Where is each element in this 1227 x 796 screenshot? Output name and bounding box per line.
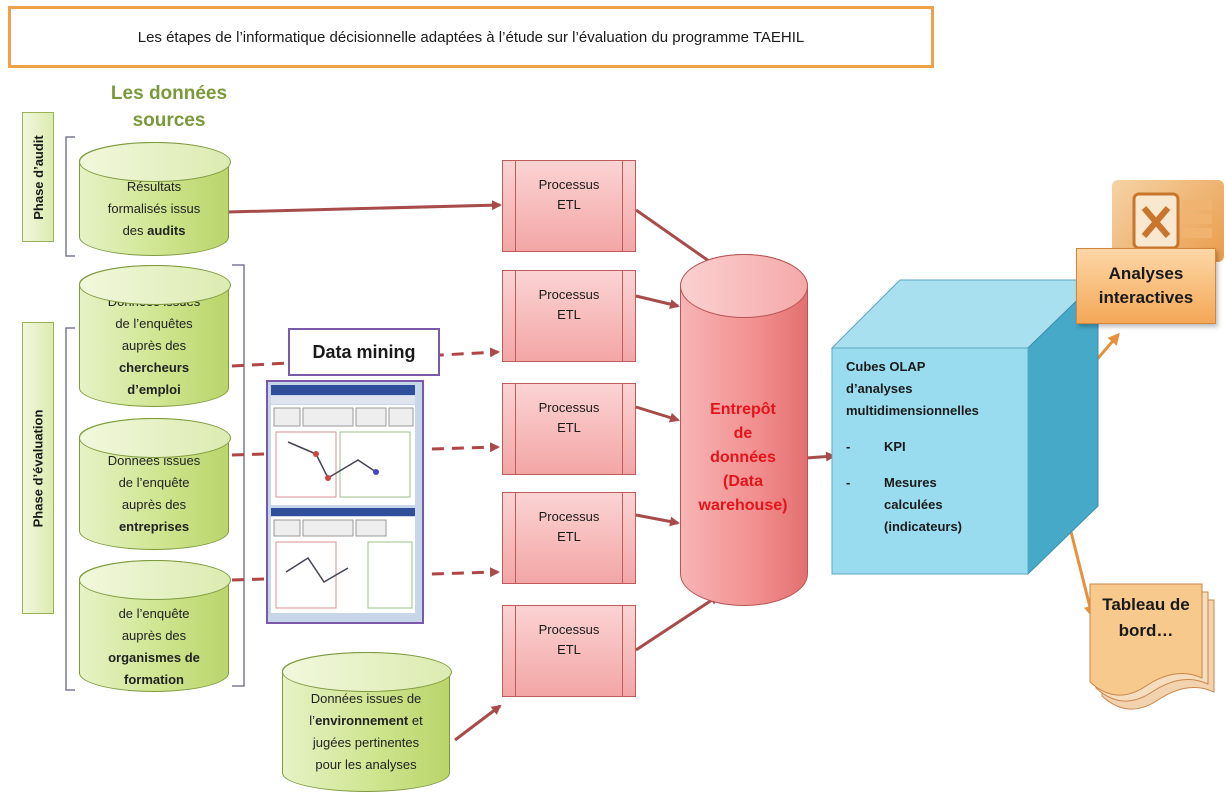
output-analyses-l2: interactives [1098,288,1194,307]
output-analyses-l1: Analyses [1108,264,1184,283]
source-env-l2: l’environnement et [309,710,422,732]
dw-line2: de [733,425,753,442]
arrow-etl4-dw [635,513,680,527]
source-env-l2b: environnement [315,713,409,728]
etl-1-line2: ETL [557,197,581,212]
output-tableau-stack [1089,583,1215,710]
source-audits-l2: formalisés issus [107,201,201,216]
etl-2-line1: Processus [538,287,600,302]
source-entreprises-l4: entreprises [108,516,201,538]
olap-text: Cubes OLAP d’analyses multidimensionnell… [846,356,1036,538]
output-tableau-l2: bord… [1118,621,1174,640]
source-audits-l3: des audits [108,220,200,242]
arrow-audits-etl [227,200,502,214]
evaluation-bracket [65,327,75,691]
source-env-l2c: et [408,713,423,728]
source-entreprises-l3: auprès des [121,497,187,512]
etl-5-line1: Processus [538,622,600,637]
source-audits-l3a: des [122,223,148,238]
source-audits-l1: Résultats [126,179,182,194]
source-organismes-l4-bold: organismes de [108,650,200,665]
olap-l3: multidimensionnelles [846,403,979,418]
data-mining-screenshot-image [271,385,415,613]
source-organismes-l5-bold: formation [124,672,184,687]
audit-bracket [65,136,75,257]
output-tableau-l1: Tableau de [1102,595,1190,614]
source-chercheurs-l5-bold: d’emploi [127,382,181,397]
source-organismes-l2: de l’enquête [118,606,190,621]
source-environnement-top [282,652,452,692]
etl-4-line2: ETL [557,529,581,544]
phase-audit-label: Phase d’audit [22,112,54,242]
source-organismes-top [79,560,231,600]
arrow-etl3-dw [635,405,680,423]
source-entreprises-l4-bold: entreprises [118,519,190,534]
source-chercheurs-l5: d’emploi [108,379,201,401]
data-mining-bracket [232,264,245,687]
arrow-etl2-dw [635,294,680,310]
diagram-title: Les étapes de l’informatique décisionnel… [8,6,934,68]
arrow-etl1-dw [635,208,718,268]
sources-heading: Les données sources [84,80,254,134]
source-entreprises-l2: de l’enquête [118,475,190,490]
arrow-dm-etl2 [231,347,500,368]
olap-kpi-item: - KPI [846,436,1036,458]
olap-mesures: Mesures calculées (indicateurs) [884,472,962,538]
olap-mesures-item: - Mesures calculées (indicateurs) [846,472,1036,538]
arrow-env-etl [454,704,502,742]
data-warehouse-top [680,254,808,318]
source-chercheurs-l3: auprès des [121,338,187,353]
source-env-l4: pour les analyses [315,757,417,772]
etl-3-line1: Processus [538,400,600,415]
dw-line5: warehouse) [698,497,788,514]
etl-5-line2: ETL [557,642,581,657]
source-env-l2a: l’ [309,713,316,728]
arrow-dw-olap [805,451,836,462]
arrow-etl5-dw [635,594,720,652]
olap-mesures-l1: Mesures [884,475,937,490]
etl-2-line2: ETL [557,307,581,322]
etl-4-line1: Processus [538,509,600,524]
olap-mesures-l3: (indicateurs) [884,519,963,534]
olap-l1: Cubes OLAP [846,359,926,374]
olap-cube-front [831,347,1029,575]
olap-kpi: KPI [884,439,906,454]
source-env-l1: Données issues de [310,691,422,706]
data-mining-screenshot [266,380,424,624]
source-chercheurs-l4: chercheurs [108,357,201,379]
olap-cube [830,278,1100,576]
source-organismes-l4: organismes de [108,647,201,669]
olap-kpi-dash: - [846,439,851,454]
source-chercheurs-l2: de l’enquêtes [115,316,193,331]
source-entreprises-top [79,418,231,458]
source-env-l3: jugées pertinentes [312,735,420,750]
source-chercheurs-top [79,265,231,305]
sources-heading-line1: Les données [110,83,228,104]
data-mining-label: Data mining [288,328,440,376]
source-organismes-l5: formation [108,669,201,691]
dw-line3: données [710,449,776,466]
output-tableau: Tableau de bord… [1090,592,1202,672]
phase-evaluation-label: Phase d’évaluation [22,322,54,614]
source-audits-l3b: audits [147,223,186,238]
dw-line1: Entrepôt [710,401,776,418]
sources-heading-line2: sources [132,110,206,131]
output-analyses: Analyses interactives [1076,248,1216,324]
olap-mesures-dash: - [846,475,851,490]
etl-1-line1: Processus [538,177,600,192]
etl-3-line2: ETL [557,420,581,435]
olap-mesures-l2: calculées [884,497,943,512]
dw-line4: (Data [722,473,763,490]
olap-l2: d’analyses [846,381,913,396]
source-organismes-l3: auprès des [121,628,187,643]
source-audits-top [79,142,231,182]
source-chercheurs-l4-bold: chercheurs [118,360,190,375]
data-warehouse-label: Entrepôt de données (Data warehouse) [680,398,806,518]
